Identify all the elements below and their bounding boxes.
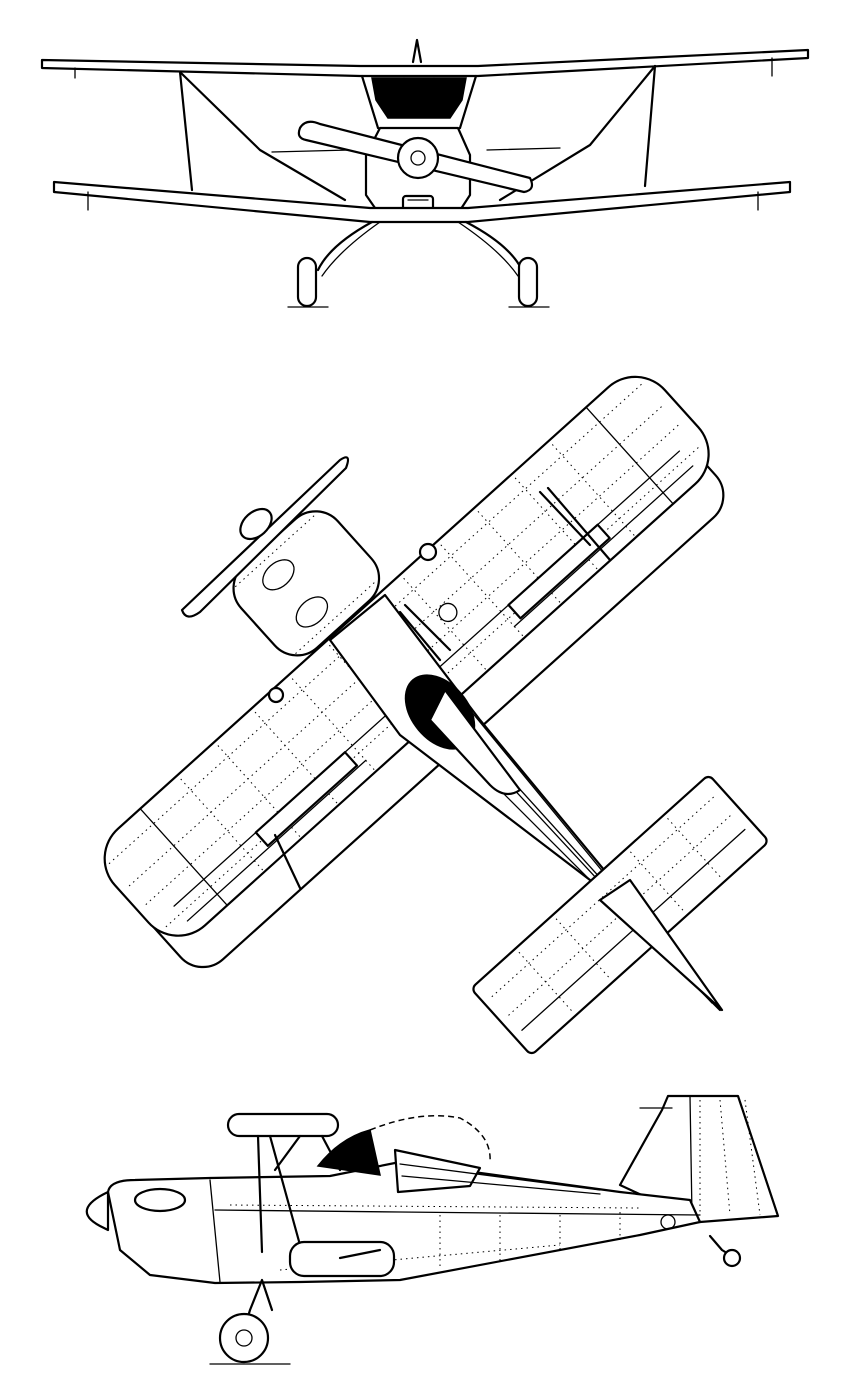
side-view [85,1094,780,1365]
top-propeller [180,456,350,618]
side-canopy [316,1129,381,1176]
side-main-wheel [218,1312,270,1364]
front-lower-wing [52,180,792,224]
top-view [103,375,768,1055]
front-windscreen [371,77,467,119]
side-tail-wheel [722,1248,742,1268]
front-left-wheel [296,256,318,308]
front-view [40,38,810,308]
side-upper-wing [226,1112,340,1138]
side-spinner [85,1190,110,1232]
side-fuselage [106,1160,702,1285]
side-lower-wing [288,1240,396,1278]
front-right-wheel [517,256,539,308]
front-upper-wing [40,48,810,78]
